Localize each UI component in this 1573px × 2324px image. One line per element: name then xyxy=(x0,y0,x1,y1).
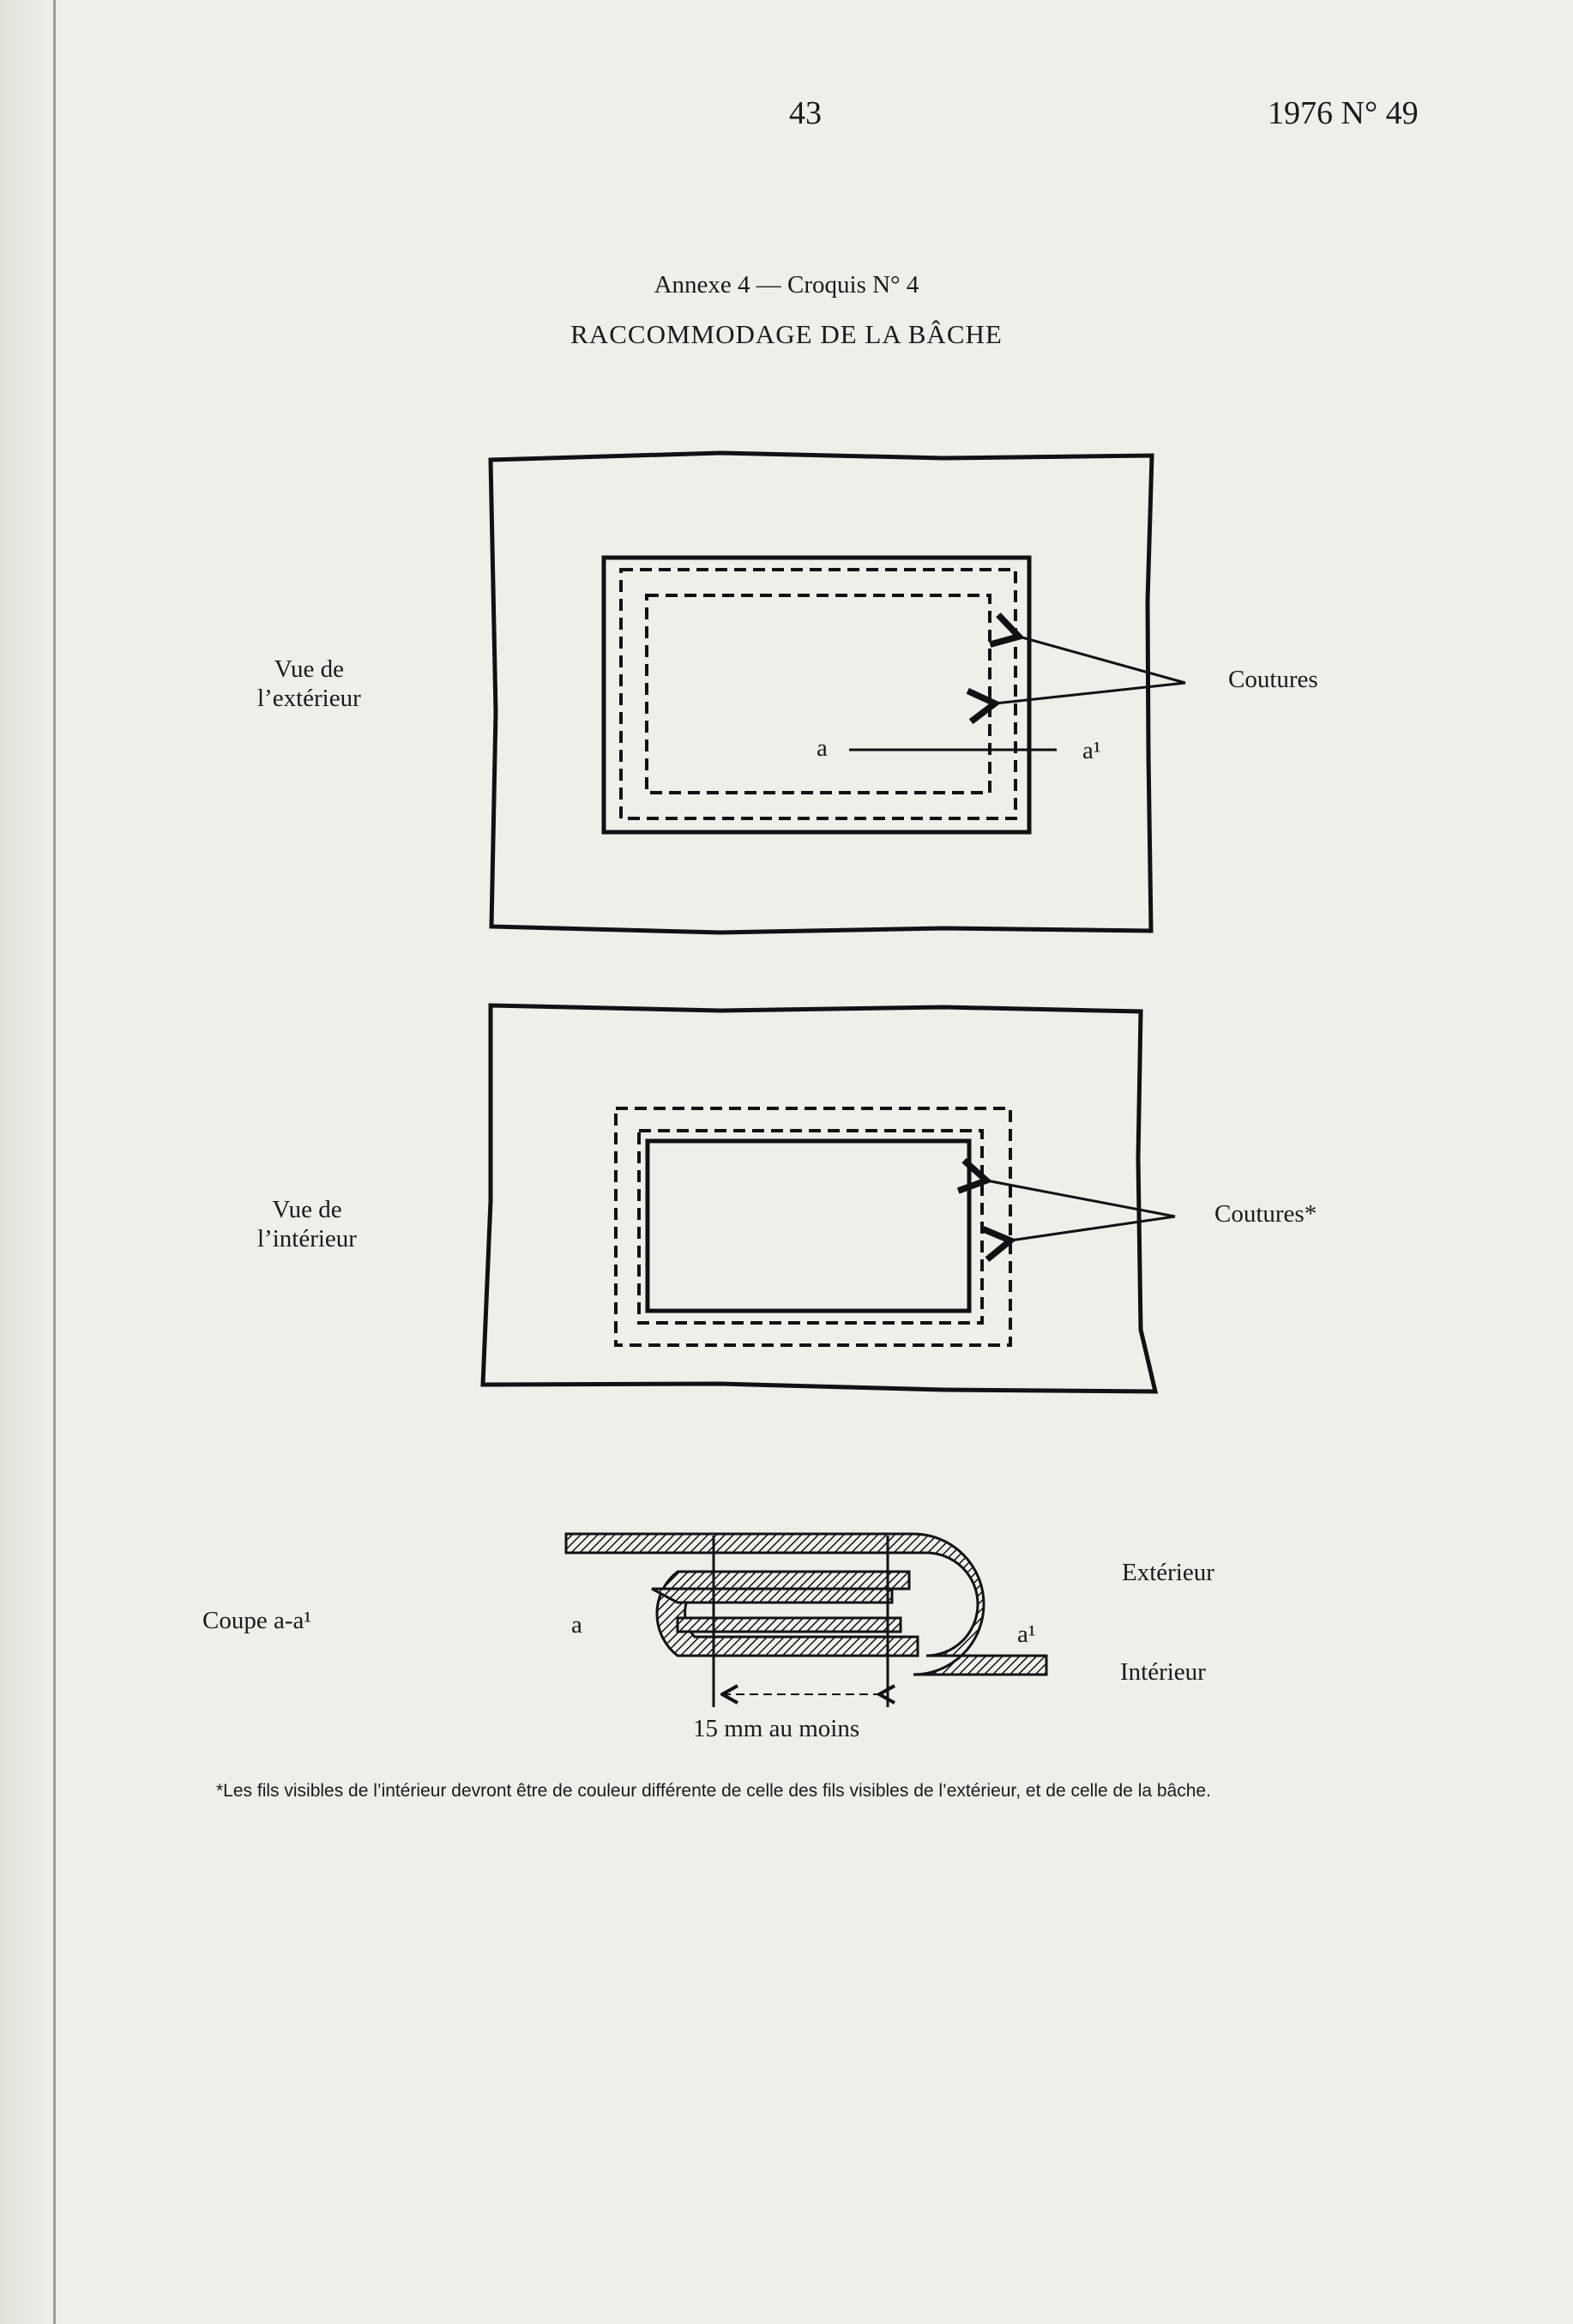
label-section-a1-cut: a¹ xyxy=(1017,1621,1036,1648)
annex-caption: Annexe 4 — Croquis N° 4 xyxy=(654,271,919,299)
label-section-a-cut: a xyxy=(571,1611,582,1639)
figure-title: RACCOMMODAGE DE LA BÂCHE xyxy=(570,319,1003,349)
page-gutter xyxy=(0,0,53,2324)
label-view-inside: Vue de l’intérieur xyxy=(257,1196,357,1253)
label-section: Coupe a-a¹ xyxy=(202,1607,312,1634)
outside-view-drawing xyxy=(488,450,1186,935)
label-seams-outside: Coutures xyxy=(1228,666,1318,693)
label-seams-inside: Coutures* xyxy=(1214,1200,1317,1228)
label-section-a1: a¹ xyxy=(1082,737,1101,764)
label-view-outside: Vue de l’extérieur xyxy=(257,655,361,712)
label-interior: Intérieur xyxy=(1120,1658,1206,1686)
page-number: 43 xyxy=(789,95,822,131)
label-dimension: 15 mm au moins xyxy=(693,1715,860,1742)
label-exterior: Extérieur xyxy=(1122,1559,1214,1586)
year-issue: 1976 N° 49 xyxy=(1268,95,1419,131)
cross-section-drawing xyxy=(564,1532,1048,1707)
footnote: *Les fils visibles de l’intérieur devron… xyxy=(216,1781,1211,1801)
binding-edge xyxy=(53,0,56,2324)
label-section-a: a xyxy=(817,734,828,762)
inside-view-drawing xyxy=(480,1003,1176,1394)
